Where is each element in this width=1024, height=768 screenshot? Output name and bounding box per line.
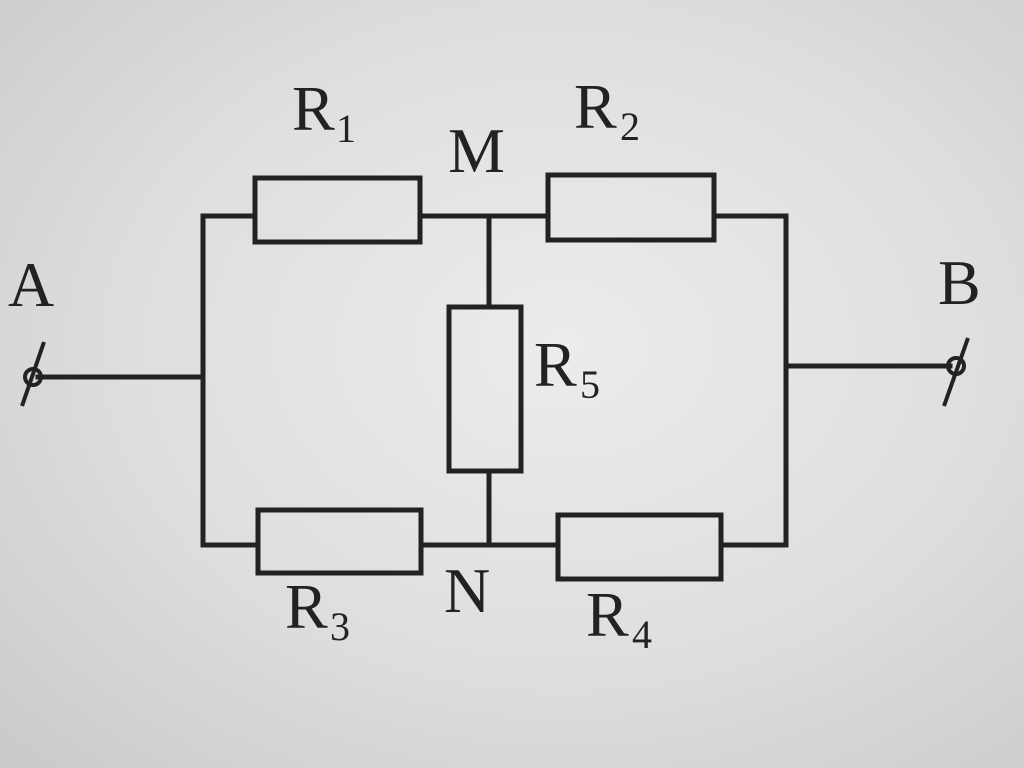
label-r5: R 5 xyxy=(534,329,600,407)
label-r5-index: 5 xyxy=(580,362,600,407)
resistor-r5 xyxy=(446,304,524,474)
node-label-a: A xyxy=(8,249,54,320)
label-r1: R 1 xyxy=(292,73,356,151)
label-r5-letter: R xyxy=(534,329,577,400)
label-r1-letter: R xyxy=(292,73,335,144)
label-r2-index: 2 xyxy=(620,104,640,149)
resistor-r3 xyxy=(255,507,424,576)
resistor-r4 xyxy=(555,512,724,582)
node-label-n: N xyxy=(444,555,490,626)
terminal-b-slash-icon xyxy=(942,337,970,407)
label-r4-index: 4 xyxy=(632,612,652,657)
terminal-a-slash-icon xyxy=(20,341,46,407)
label-r1-index: 1 xyxy=(336,106,356,151)
terminal-a xyxy=(20,341,46,407)
resistor-r1 xyxy=(252,175,423,245)
resistor-r2 xyxy=(545,172,717,243)
node-label-b: B xyxy=(938,247,981,318)
label-r4-letter: R xyxy=(586,579,629,650)
wires xyxy=(35,213,953,548)
label-r4: R 4 xyxy=(586,579,652,657)
label-r3-letter: R xyxy=(285,571,328,642)
label-r3: R 3 xyxy=(285,571,350,649)
resistors xyxy=(252,172,724,582)
node-label-m: M xyxy=(448,115,505,186)
label-r3-index: 3 xyxy=(330,604,350,649)
label-r2-letter: R xyxy=(574,71,617,142)
terminal-b xyxy=(942,337,970,407)
label-r2: R 2 xyxy=(574,71,640,149)
